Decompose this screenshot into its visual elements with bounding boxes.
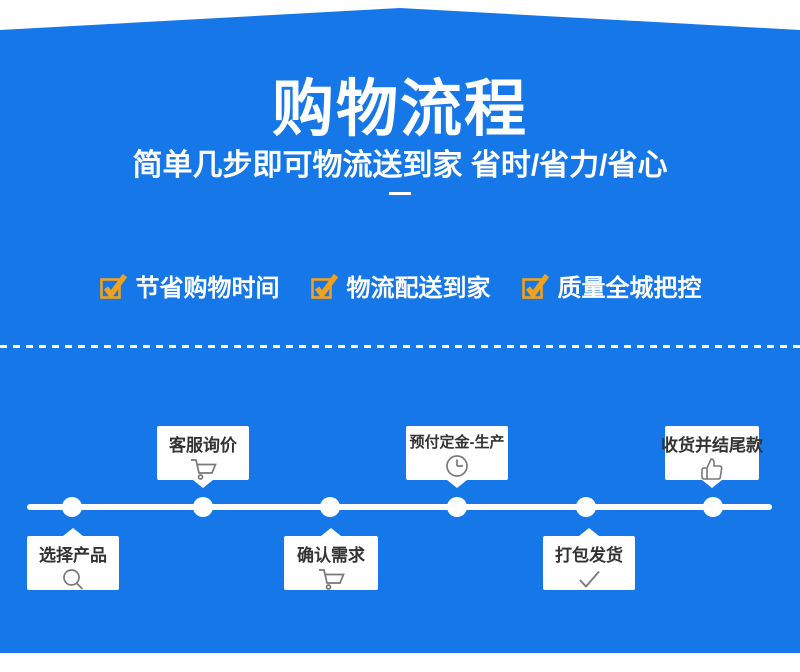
clock-icon — [444, 453, 470, 479]
checkbox-checked-icon — [521, 272, 549, 300]
cart-icon — [316, 567, 346, 591]
thumbs-up-icon — [699, 457, 725, 481]
step-label: 打包发货 — [555, 546, 623, 565]
cart-icon — [188, 457, 218, 481]
timeline-dot — [62, 497, 82, 517]
timeline-dot — [703, 497, 723, 517]
feature-home-delivery: 物流配送到家 — [310, 268, 491, 303]
timeline-dot — [576, 497, 596, 517]
step-label: 客服询价 — [169, 436, 237, 455]
check-icon — [574, 567, 604, 591]
checkbox-checked-icon — [310, 272, 338, 300]
step-box-select-product: 选择产品 — [27, 536, 119, 590]
timeline-dot — [193, 497, 213, 517]
feature-list: 节省购物时间 物流配送到家 质量全城把控 — [0, 268, 800, 303]
timeline-line — [27, 504, 772, 510]
step-box-deposit-production: 预付定金-生产 — [406, 426, 508, 480]
step-label: 收货并结尾款 — [661, 436, 763, 455]
timeline-dot — [320, 497, 340, 517]
search-icon — [60, 567, 86, 592]
step-label: 预付定金-生产 — [409, 434, 505, 451]
step-box-confirm-demand: 确认需求 — [284, 536, 378, 590]
timeline-dot — [447, 497, 467, 517]
step-label: 确认需求 — [297, 546, 365, 565]
feature-label: 质量全城把控 — [557, 275, 702, 302]
title-dash-divider — [389, 192, 411, 195]
dashed-divider — [0, 345, 800, 348]
page-subtitle: 简单几步即可物流送到家 省时/省力/省心 — [132, 149, 668, 182]
step-box-service-inquiry: 客服询价 — [157, 426, 249, 480]
step-box-receive-final-payment: 收货并结尾款 — [661, 426, 763, 481]
step-label: 选择产品 — [39, 546, 107, 565]
feature-label: 节省购物时间 — [135, 275, 280, 302]
checkbox-checked-icon — [99, 272, 127, 300]
page-title: 购物流程 — [271, 75, 528, 144]
step-box-pack-ship: 打包发货 — [543, 536, 635, 590]
feature-save-time: 节省购物时间 — [99, 268, 280, 303]
feature-quality-control: 质量全城把控 — [521, 268, 702, 303]
feature-label: 物流配送到家 — [346, 275, 491, 302]
